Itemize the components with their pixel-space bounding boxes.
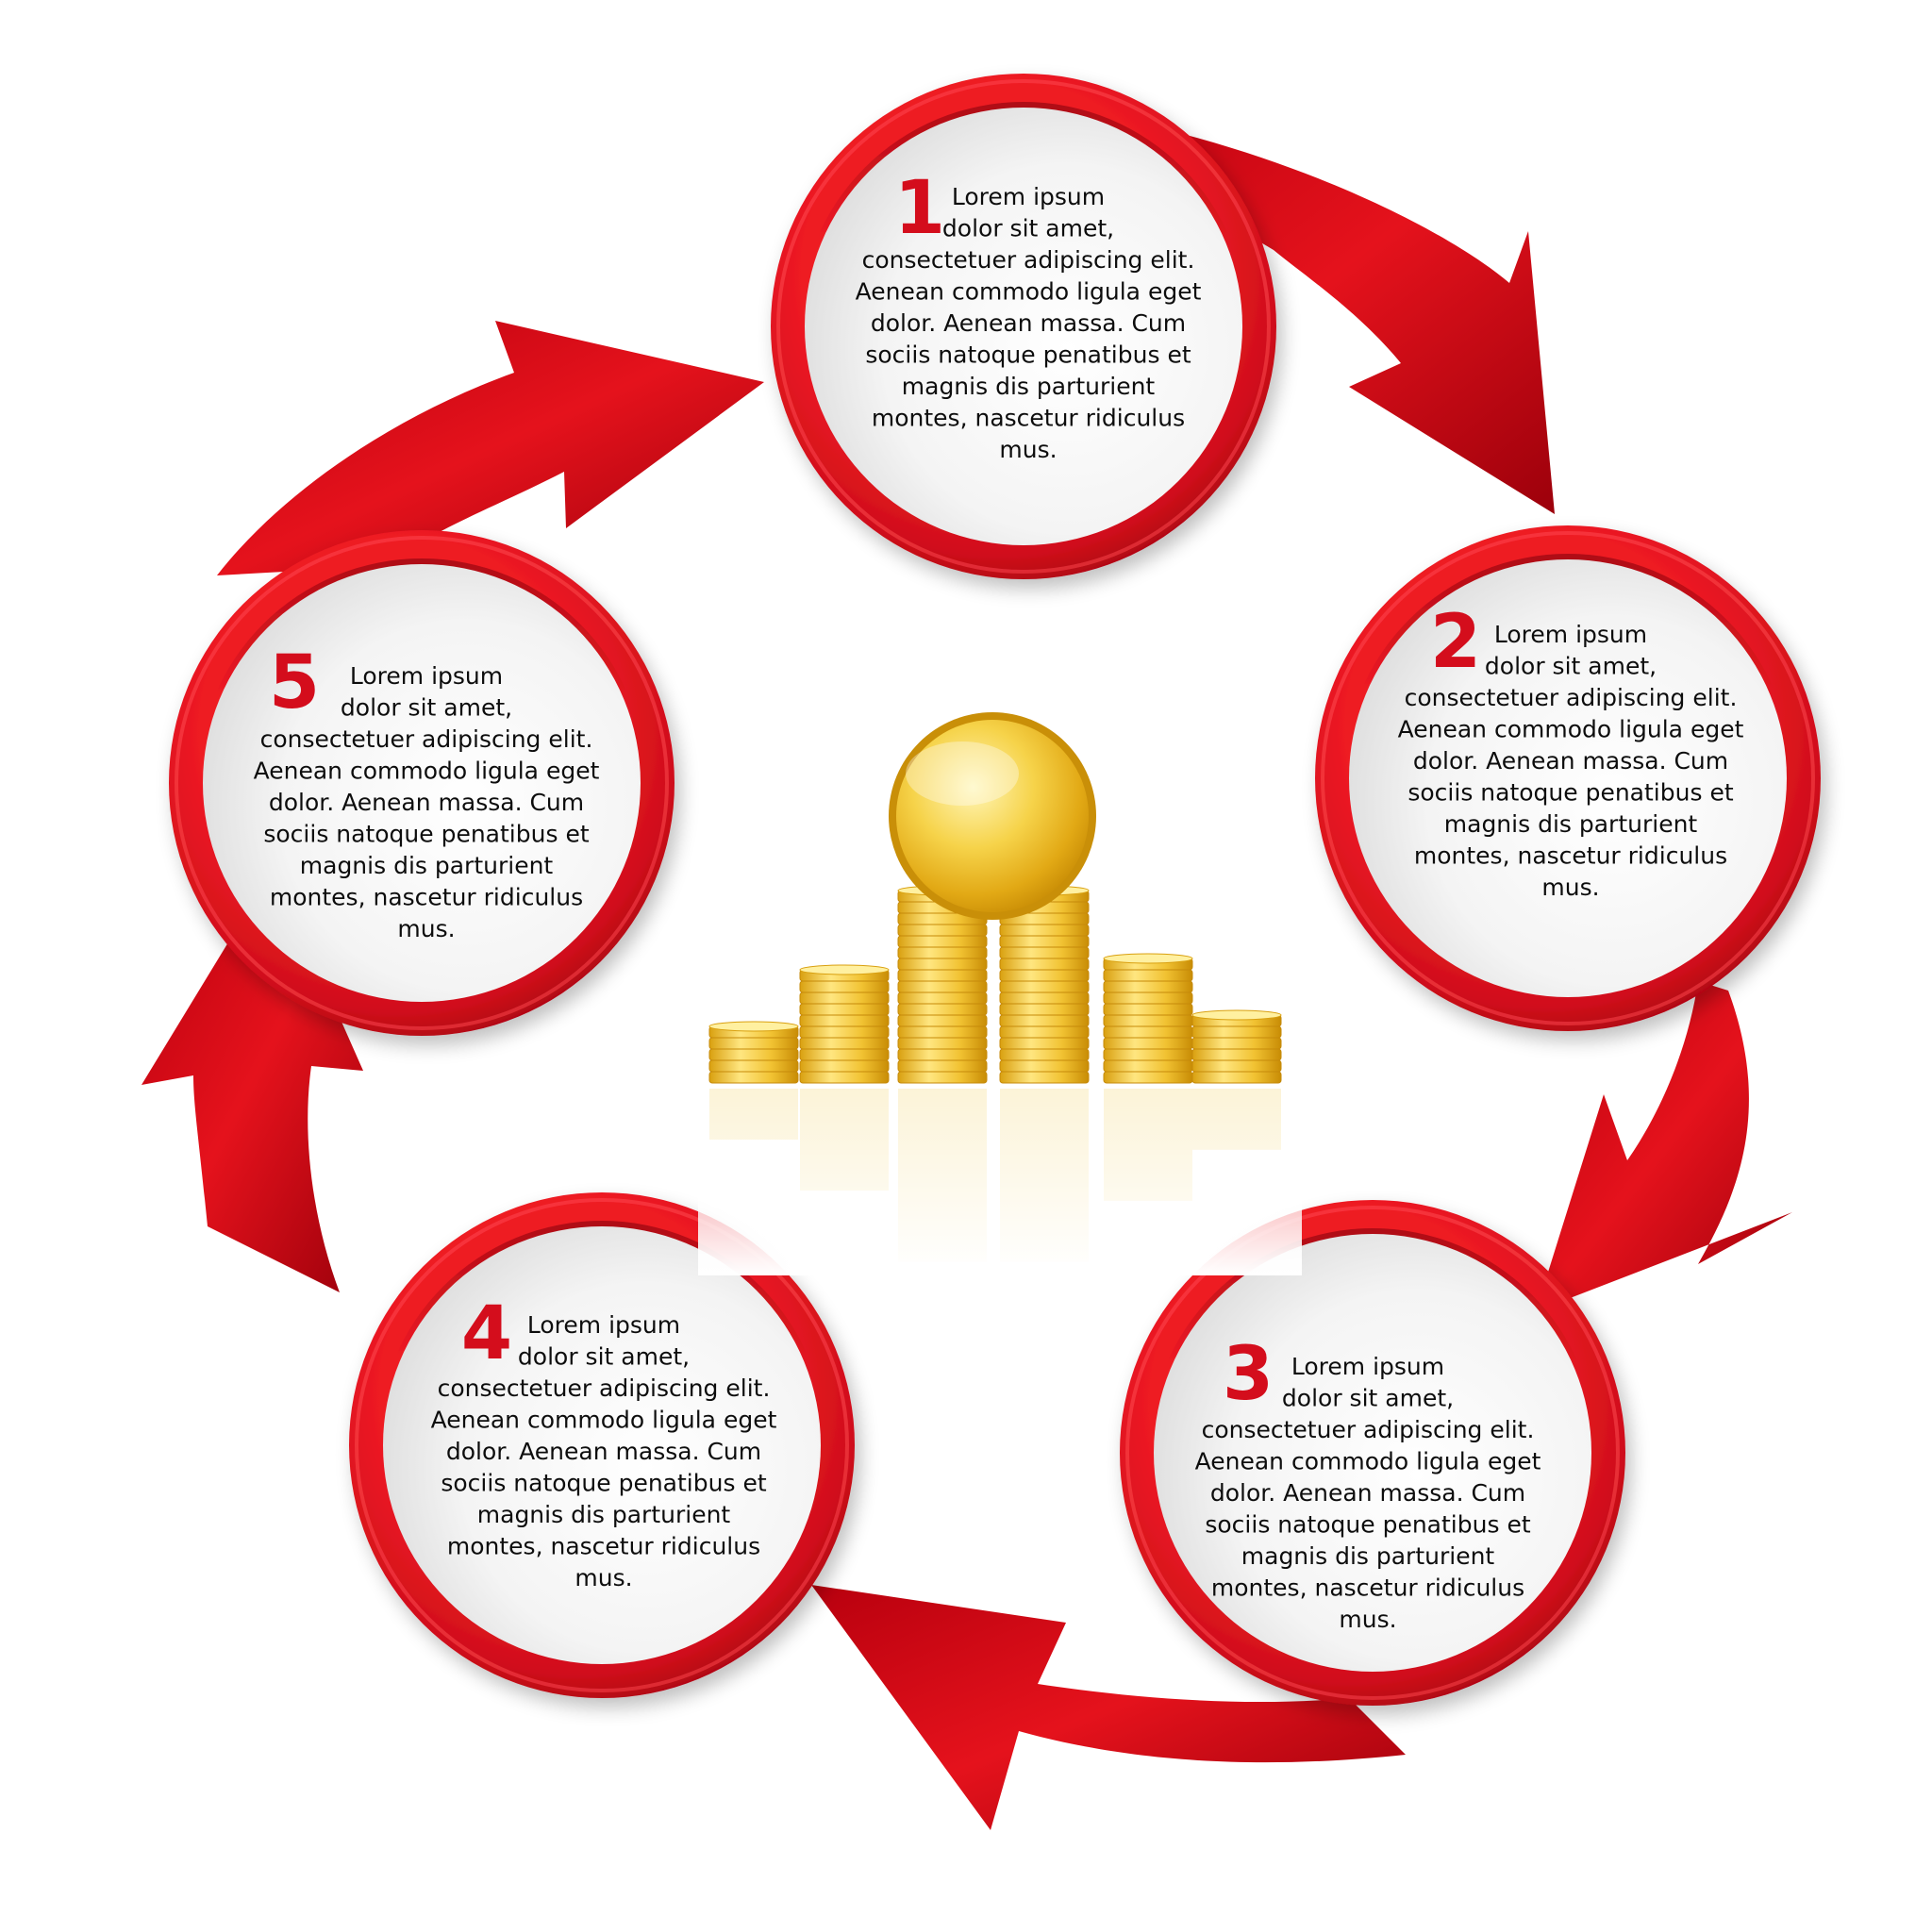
arrow-5-to-1 xyxy=(217,321,764,575)
step-disc xyxy=(805,108,1242,545)
coin-stack xyxy=(799,964,890,1084)
step-text-line: consectetuer adipiscing elit. xyxy=(1405,684,1738,711)
step-4: 4 Lorem ipsum dolor sit amet, consectetuer … xyxy=(349,1192,855,1698)
step-text-line: Aenean commodo ligula eget xyxy=(1195,1448,1541,1475)
step-text-line: montes, nascetur ridiculus xyxy=(270,884,583,911)
step-text-line: Aenean commodo ligula eget xyxy=(1398,716,1744,743)
step-text-line: dolor. Aenean massa. Cum xyxy=(1210,1479,1525,1507)
step-text-line: sociis natoque penatibus et xyxy=(865,342,1191,369)
step-text-line: magnis dis parturient xyxy=(1241,1542,1495,1570)
step-text-line: sociis natoque penatibus et xyxy=(1205,1511,1530,1539)
step-disc xyxy=(1154,1234,1591,1672)
step-text-line: dolor sit amet, xyxy=(1485,653,1657,680)
step-text-line: dolor sit amet, xyxy=(1282,1385,1454,1412)
step-text-line: dolor sit amet, xyxy=(341,694,512,722)
step-text-line: dolor. Aenean massa. Cum xyxy=(1413,747,1728,775)
step-text-line: mus. xyxy=(1339,1606,1396,1633)
coin-stack xyxy=(1191,1009,1282,1084)
step-text-line: consectetuer adipiscing elit. xyxy=(862,246,1195,274)
step-number: 1 xyxy=(894,166,945,251)
step-disc xyxy=(203,564,641,1002)
step-number: 2 xyxy=(1430,600,1481,685)
step-text-line: sociis natoque penatibus et xyxy=(263,821,589,848)
step-text-line: montes, nascetur ridiculus xyxy=(447,1533,760,1560)
step-text-line: dolor sit amet, xyxy=(518,1343,690,1371)
step-text-line: magnis dis parturient xyxy=(1444,810,1698,838)
step-text-line: Aenean commodo ligula eget xyxy=(856,278,1202,306)
coin-stack xyxy=(708,1021,799,1084)
step-1: 1 Lorem ipsum dolor sit amet, consectetuer … xyxy=(771,74,1276,579)
step-3: 3 Lorem ipsum dolor sit amet, consectetuer … xyxy=(1120,1200,1625,1706)
step-2: 2 Lorem ipsum dolor sit amet, consectetuer … xyxy=(1315,525,1821,1031)
step-text-line: magnis dis parturient xyxy=(300,852,554,879)
step-text-line: sociis natoque penatibus et xyxy=(441,1470,766,1497)
step-text-line: mus. xyxy=(999,436,1057,463)
step-text-line: magnis dis parturient xyxy=(902,373,1156,400)
arrow-1-to-2 xyxy=(1028,104,1555,514)
step-text-line: consectetuer adipiscing elit. xyxy=(260,725,593,753)
step-number: 3 xyxy=(1223,1332,1274,1417)
step-text-line: mus. xyxy=(1541,874,1599,901)
step-text-line: dolor. Aenean massa. Cum xyxy=(446,1438,761,1465)
step-text-line: magnis dis parturient xyxy=(477,1501,731,1528)
step-text-line: dolor. Aenean massa. Cum xyxy=(871,309,1186,337)
step-text-line: dolor. Aenean massa. Cum xyxy=(269,789,584,816)
step-text-line: mus. xyxy=(575,1564,632,1591)
coin-stack xyxy=(1103,953,1193,1084)
step-number: 4 xyxy=(461,1291,512,1376)
arrow-3-to-4 xyxy=(811,1585,1406,1830)
gold-coin-stacks-icon xyxy=(698,712,1302,1275)
step-text-line: consectetuer adipiscing elit. xyxy=(1202,1416,1535,1443)
step-text-line: dolor sit amet, xyxy=(942,215,1114,242)
step-disc xyxy=(383,1226,821,1664)
coin-stack xyxy=(897,885,988,1084)
step-text-line: Lorem ipsum xyxy=(1494,621,1647,648)
step-text-line: mus. xyxy=(397,915,455,942)
step-text-line: Lorem ipsum xyxy=(1291,1353,1444,1380)
cycle-arrows xyxy=(142,104,1792,1830)
step-text-line: Aenean commodo ligula eget xyxy=(431,1407,777,1434)
step-text-line: Lorem ipsum xyxy=(952,183,1105,210)
step-text-line: Aenean commodo ligula eget xyxy=(254,758,600,785)
step-text-line: Lorem ipsum xyxy=(527,1311,680,1339)
step-text-line: consectetuer adipiscing elit. xyxy=(438,1375,771,1402)
step-5: 5 Lorem ipsum dolor sit amet, consectetuer … xyxy=(169,530,675,1036)
step-text-line: montes, nascetur ridiculus xyxy=(1414,842,1727,870)
step-disc xyxy=(1349,559,1787,997)
big-coin xyxy=(896,720,1089,912)
step-number: 5 xyxy=(269,641,320,725)
step-text-line: sociis natoque penatibus et xyxy=(1407,779,1733,807)
step-text-line: montes, nascetur ridiculus xyxy=(1211,1574,1524,1602)
step-text-line: montes, nascetur ridiculus xyxy=(872,405,1185,432)
step-text-line: Lorem ipsum xyxy=(350,662,503,690)
arrow-2-to-3 xyxy=(1536,981,1792,1311)
